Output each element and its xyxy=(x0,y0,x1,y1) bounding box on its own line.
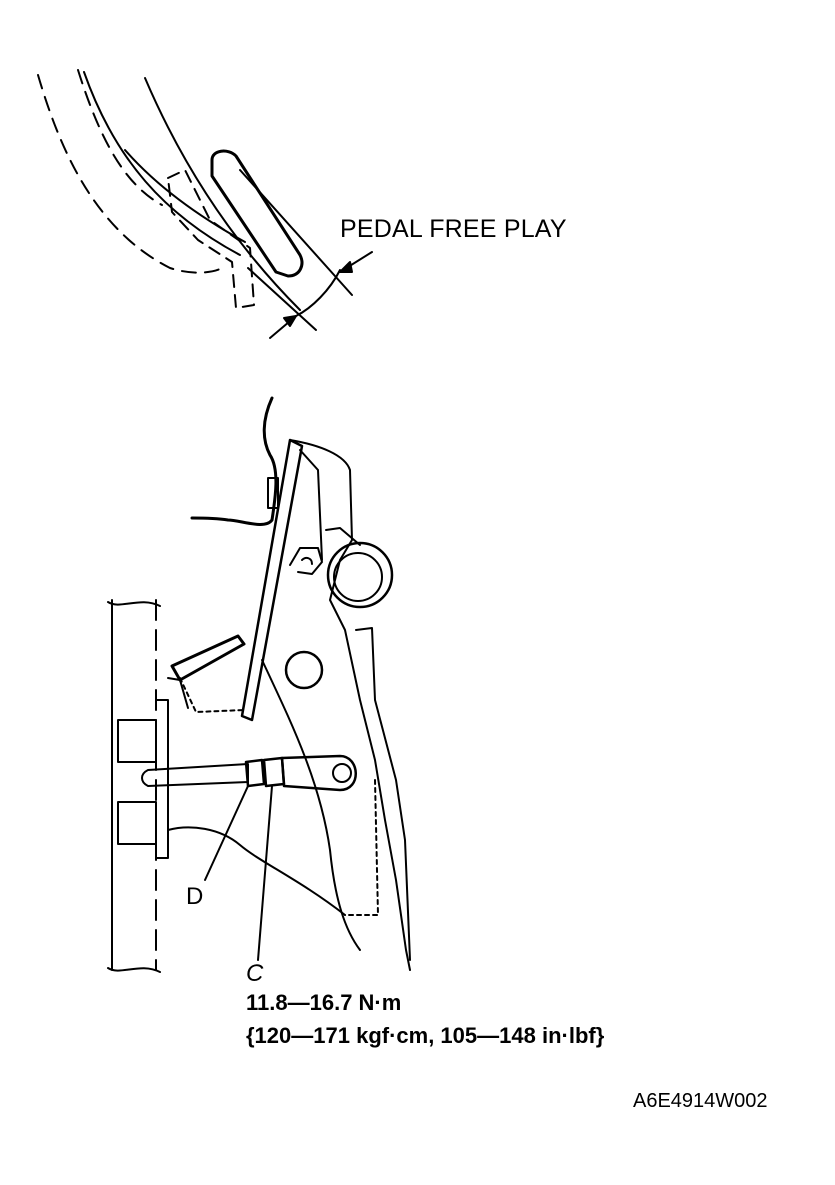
mounting-boss-lower xyxy=(117,801,157,845)
bracket-lower-curve xyxy=(261,659,361,951)
stopper-pad xyxy=(170,634,246,682)
leader-line-c xyxy=(257,785,273,961)
free-play-arrowhead-left xyxy=(283,315,297,327)
free-play-arrowhead-right xyxy=(339,261,353,273)
dash-panel-top-break xyxy=(107,601,161,607)
pedal-pad-dashed xyxy=(167,169,255,309)
free-play-dimension-arc xyxy=(295,269,341,317)
upper-wire xyxy=(190,396,278,526)
switch-body xyxy=(280,754,357,792)
leader-line-d xyxy=(204,785,249,881)
pedal-free-play-label: PEDAL FREE PLAY xyxy=(340,215,567,243)
figure-code: A6E4914W002 xyxy=(633,1090,768,1112)
pedal-bracket-detail xyxy=(107,396,411,973)
bracket-outline xyxy=(289,439,411,971)
hidden-edge-lower xyxy=(344,779,379,916)
lower-wire xyxy=(167,826,346,916)
torque-spec-alt-units: {120—171 kgf·cm, 105—148 in·lbf} xyxy=(246,1023,605,1048)
stopper-bracket xyxy=(167,677,189,709)
torque-spec-nm: 11.8—16.7 N·m xyxy=(246,990,402,1015)
adjust-nut-c xyxy=(262,756,286,788)
pedal-arm-bar xyxy=(240,438,304,722)
pedal-pad-detail xyxy=(37,69,373,339)
spring-anchor-mark xyxy=(301,556,313,565)
return-spring-coil xyxy=(326,541,394,609)
mounting-boss-upper xyxy=(117,719,157,763)
point-c-label: C xyxy=(246,960,264,987)
pedal-arm-solid-left xyxy=(83,71,241,256)
switch-shaft xyxy=(141,763,249,787)
locknut-d xyxy=(244,758,266,788)
return-spring-coil-inner xyxy=(333,552,383,602)
pedal-arm-solid-mid xyxy=(124,149,246,243)
pedal-arm-dashed-outer xyxy=(37,74,223,274)
pedal-arm-solid-right xyxy=(144,77,301,311)
switch-clevis-hole xyxy=(332,763,352,783)
mounting-flange xyxy=(155,699,169,859)
bracket-inner-edge xyxy=(299,449,323,561)
return-spring-arm xyxy=(325,527,361,546)
dash-panel-bottom-break xyxy=(107,967,161,973)
pivot-hole xyxy=(284,650,324,690)
pedal-arm-dashed-inner xyxy=(77,69,163,206)
point-d-label: D xyxy=(186,883,204,910)
free-play-extension-outer xyxy=(239,169,353,296)
spring-hook xyxy=(289,547,323,575)
hidden-edge-stopper xyxy=(179,677,245,713)
bracket-right-edge xyxy=(355,627,411,961)
pedal-pad xyxy=(210,149,304,278)
free-play-extension-inner xyxy=(247,267,317,331)
